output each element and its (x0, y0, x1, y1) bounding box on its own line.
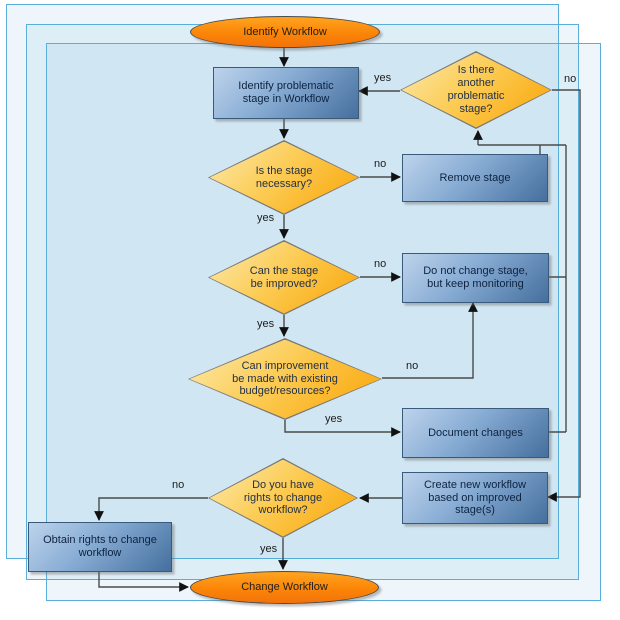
node-end-label: Change Workflow (241, 581, 328, 594)
edge-label-stage-improvable-yes: yes (257, 318, 275, 330)
node-start-label: Identify Workflow (243, 25, 327, 38)
node-keep-monitoring-label: Do not change stage, but keep monitoring (423, 265, 528, 290)
edge-obtain-rights-to-end (98, 570, 189, 592)
edge-label-improvement-budget-yes: yes (325, 413, 343, 425)
node-document-changes: Document changes (402, 408, 549, 458)
edge-another-problematic-no-to-create-new-workflow (547, 89, 581, 502)
node-rights-to-change-label: Do you have rights to change workflow? (243, 478, 323, 517)
edge-label-rights-to-change-no: no (172, 479, 185, 491)
edge-improvement-budget-yes-to-document-changes (284, 420, 401, 437)
edge-improvement-budget-no-to-keep-monitoring (382, 302, 478, 379)
node-start-terminator: Identify Workflow (190, 16, 380, 48)
node-stage-improvable-label: Can the stage be improved? (249, 264, 319, 290)
edge-label-stage-improvable-no: no (374, 258, 387, 270)
edge-label-another-problematic-yes: yes (374, 72, 392, 84)
node-obtain-rights: Obtain rights to change workflow (28, 522, 172, 572)
edge-label-stage-necessary-yes: yes (257, 212, 275, 224)
node-identify-stage-label: Identify problematic stage in Workflow (238, 80, 334, 105)
node-stage-necessary-label: Is the stage necessary? (255, 164, 313, 190)
edge-label-improvement-budget-no: no (406, 360, 419, 372)
edge-rights-no-to-obtain-rights (94, 497, 208, 521)
node-keep-monitoring: Do not change stage, but keep monitoring (402, 253, 549, 303)
node-remove-stage: Remove stage (402, 154, 548, 202)
node-create-new-workflow: Create new workflow based on improved st… (402, 472, 548, 524)
node-improvement-budget-label: Can improvement be made with existing bu… (232, 359, 338, 398)
edge-label-stage-necessary-no: no (374, 158, 387, 170)
node-identify-stage: Identify problematic stage in Workflow (213, 67, 359, 119)
node-document-changes-label: Document changes (428, 426, 523, 439)
node-create-new-workflow-label: Create new workflow based on improved st… (423, 478, 527, 517)
edge-label-another-problematic-no: no (564, 73, 577, 85)
node-another-problematic-label: Is there another problematic stage? (447, 64, 505, 115)
node-obtain-rights-label: Obtain rights to change workflow (43, 534, 157, 559)
edge-label-rights-to-change-yes: yes (260, 543, 278, 555)
node-remove-stage-label: Remove stage (439, 171, 511, 184)
node-end-terminator: Change Workflow (190, 571, 379, 604)
